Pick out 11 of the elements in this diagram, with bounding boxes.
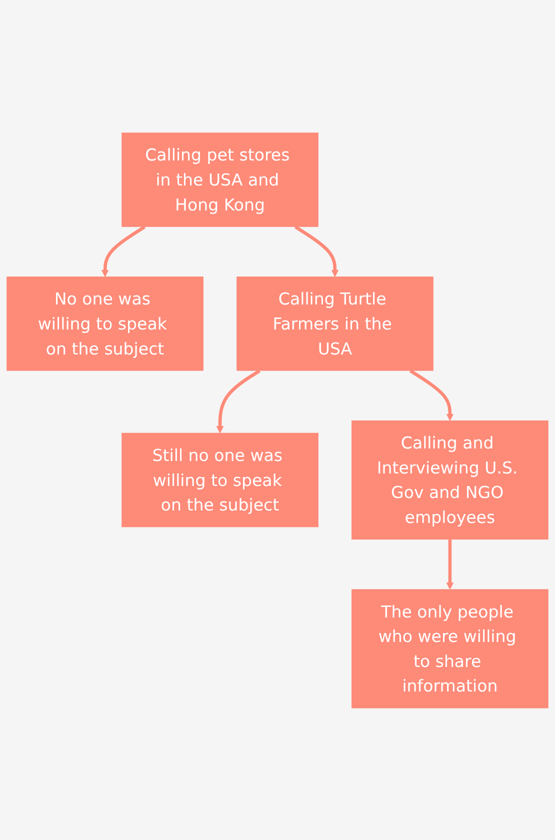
arrow bbox=[446, 539, 454, 590]
arrow bbox=[101, 225, 146, 276]
node-box: Calling Turtle Farmers in the USA bbox=[236, 276, 434, 370]
node-box: Calling and Interviewing U.S. Gov and NGO employees bbox=[352, 420, 548, 540]
arrow bbox=[409, 368, 454, 420]
node-box: The only people who were willing to share information bbox=[352, 588, 548, 708]
arrow bbox=[294, 225, 339, 276]
node-box: Still no one was willing to speak on the subject bbox=[122, 432, 318, 527]
arrow bbox=[216, 368, 261, 433]
node-box: No one was willing to speak on the subject bbox=[6, 276, 204, 370]
node-box: Calling pet stores in the USA and Hong Kong bbox=[122, 132, 318, 226]
